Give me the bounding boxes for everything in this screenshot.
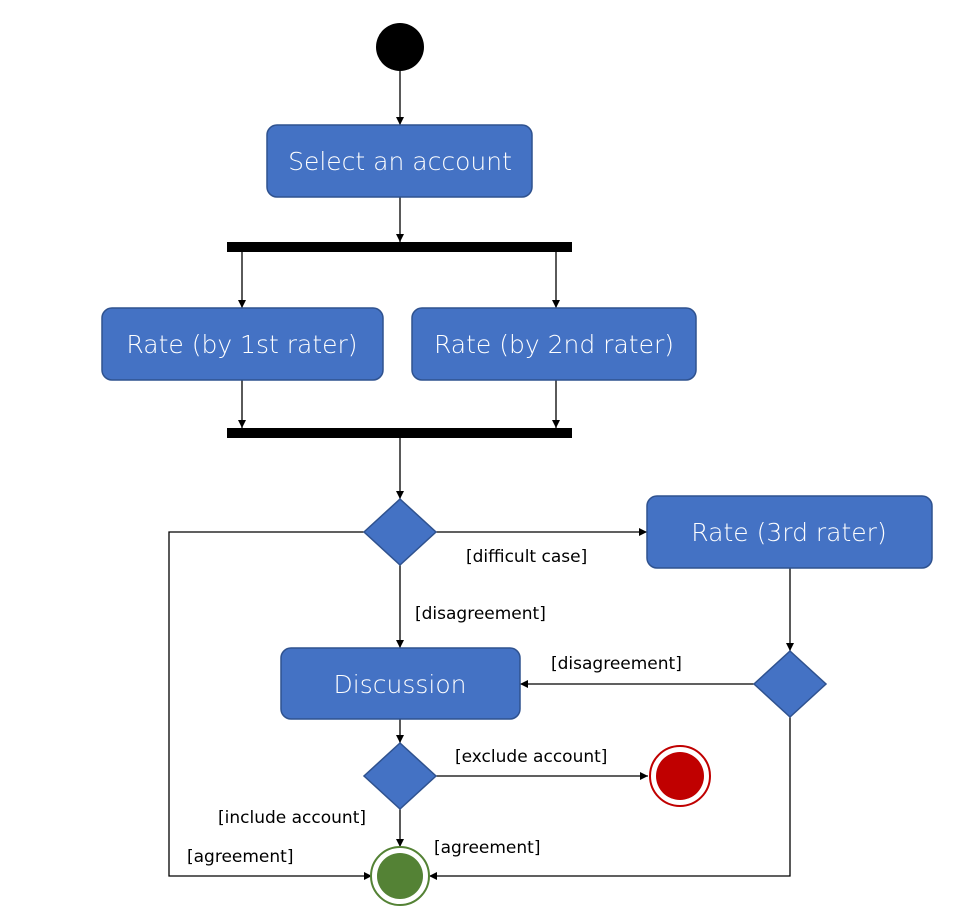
action-rate2-label: Rate (by 2nd rater) [434,330,674,359]
action-discussion-label: Discussion [334,670,467,699]
edge-decision-agreement [168,531,372,880]
decision-after-rating [362,497,438,567]
action-select-label: Select an account [288,147,512,176]
edge-decision2-agreement [429,717,791,880]
action-rate-first: Rate (by 1st rater) [101,307,384,381]
action-rate-second: Rate (by 2nd rater) [411,307,697,381]
guard-disagreement-1: [disagreement] [415,604,546,624]
guard-agreement-left: [agreement] [187,847,293,867]
guard-difficult-case: [difficult case] [466,547,587,567]
action-rate3-label: Rate (3rd rater) [691,518,886,547]
join-bar [227,428,572,438]
fork-bar [227,242,572,252]
guard-include-account: [include account] [218,808,366,828]
final-node-excluded [649,745,711,807]
initial-node [376,23,424,71]
guard-agreement-right: [agreement] [434,838,540,858]
action-rate-third: Rate (3rd rater) [646,495,933,569]
action-rate1-label: Rate (by 1st rater) [126,330,357,359]
guard-exclude-account: [exclude account] [455,747,607,767]
decision-after-third-rater [752,649,828,719]
action-select-account: Select an account [266,124,533,198]
action-discussion: Discussion [280,647,521,720]
guard-disagreement-2: [disagreement] [551,654,682,674]
decision-include-exclude [362,741,438,811]
final-node-included [370,846,430,906]
